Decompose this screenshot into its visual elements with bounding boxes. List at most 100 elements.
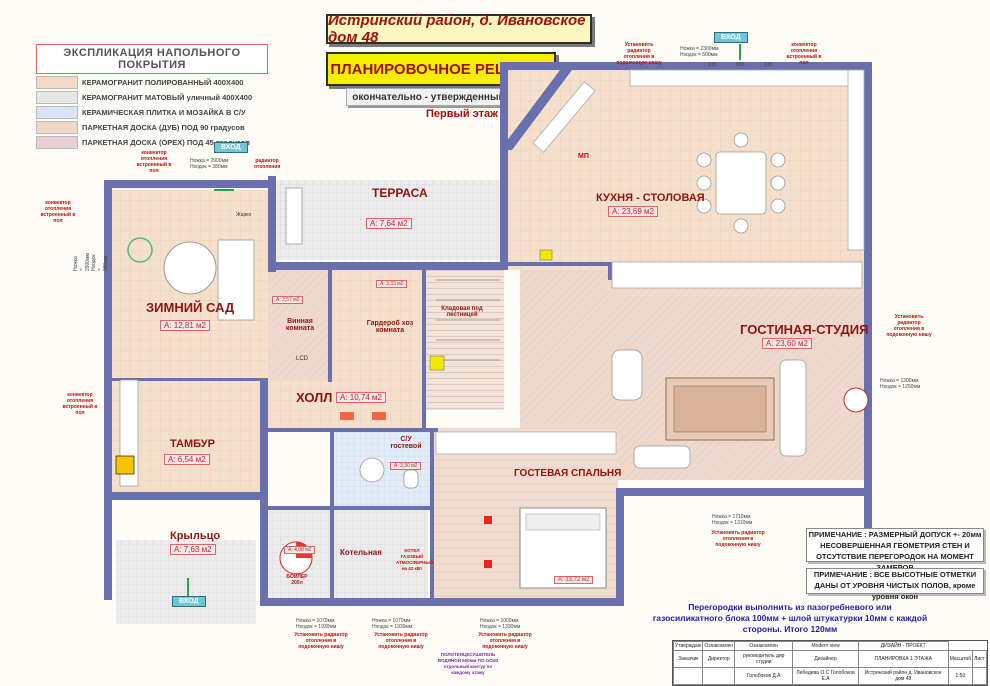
exit-bottom: ВХОД — [172, 596, 206, 607]
stamp-cell: Утверждаю — [672, 640, 704, 652]
area-wc: А: 3,30 м2 — [390, 462, 422, 470]
radiator-note-bottom-3: Установить радиатор отопления в подоконн… — [478, 632, 532, 650]
area-porch: А: 7,63 м2 — [170, 544, 216, 555]
radiator-note-top: Установить радиатор отопления в подоконн… — [616, 42, 662, 66]
area-kitchen: А: 23,69 м2 — [608, 206, 658, 217]
legend-label: ПАРКЕТНАЯ ДОСКА (ДУБ) ПОД 90 градусов — [82, 123, 245, 132]
dim-bottom-3: Ножка = 1000мм Нходок = 1330мм — [480, 618, 521, 630]
dim-br-window: Ножка = 1710мм Нходок = 1310мм — [712, 514, 753, 526]
stamp-cell — [972, 667, 987, 685]
note-partitions: Перегородки выполнить из пазогребневого … — [652, 602, 928, 634]
radiator-note-left: конвектор отопления встроенный в пол — [40, 200, 76, 224]
stamp-cell: руководитель дир студии — [734, 650, 794, 669]
room-vestibule: ТАМБУР — [170, 438, 215, 450]
legend-swatch — [36, 121, 78, 134]
exit-left: ВХОД — [214, 142, 248, 153]
address-title: Истринский район, д. Ивановское дом 48 — [326, 12, 592, 46]
stamp-cell: Лист — [972, 650, 987, 669]
legend-swatch — [36, 76, 78, 89]
stamp-cell: ПЛАНИРОВКА 1 ЭТАЖА — [857, 650, 949, 669]
dim-right-window: Ножка = 1200мм Нходок = 1250мм — [880, 378, 921, 390]
area-vestibule: А: 6,54 м2 — [164, 454, 210, 465]
wardrobe-floor — [330, 270, 422, 380]
stamp-cell: Масштаб — [947, 650, 974, 669]
stamp-cell: Лебедева О.С Голобоков Е.А — [792, 667, 859, 685]
legend-label: КЕРАМИЧЕСКАЯ ПЛИТКА И МОЗАЙКА В С/У — [82, 108, 246, 117]
exit-top: ВХОД — [714, 32, 748, 43]
legend-item: КЕРАМОГРАНИТ ПОЛИРОВАННЫЙ 400Х400 — [36, 76, 268, 89]
dim-915b: 915 — [764, 62, 773, 68]
note-elevations: ПРИМЕЧАНИЕ : ВСЕ ВЫСОТНЫЕ ОТМЕТКИ ДАНЫ О… — [806, 568, 984, 601]
area-hall: А: 10,74 м2 — [336, 392, 386, 403]
room-guest-bedroom: ГОСТЕВАЯ СПАЛЬНЯ — [514, 468, 622, 479]
stamp-cell — [702, 667, 736, 685]
dim-915a: 915 — [708, 62, 717, 68]
dim-bottom-2: Ножка = 1070мм Нходок = 1930мм — [372, 618, 413, 630]
stamp-cell: Modern view — [792, 640, 859, 652]
stamp-cell: Ознакомлен — [734, 640, 794, 652]
dim-wg-window: Ножка = 2900мм Нходок = 380мм — [73, 253, 109, 271]
room-winter-garden: ЗИМНИЙ САД — [146, 300, 235, 315]
room-living: ГОСТИНАЯ-СТУДИЯ — [740, 322, 869, 337]
dim-left-window: Ножка = 2900мм Нходок = 380мм — [190, 158, 229, 170]
dim-top-window: Ножка = 2300мм Нходок = 500мм — [680, 46, 719, 58]
area-terrace: А: 7,64 м2 — [366, 218, 412, 229]
hall-floor — [268, 380, 424, 428]
walls — [104, 62, 872, 606]
stamp-cell: Голобоков Д.А — [734, 667, 794, 685]
area-boiler: А: 4,08 м2 — [284, 546, 316, 554]
legend-label: КЕРАМОГРАНИТ МАТОВЫЙ уличный 400Х400 — [82, 93, 253, 102]
radiator-note-right: Установить радиатор отопления в подоконн… — [886, 314, 932, 338]
stamp-cell: ДИЗАЙН - ПРОЕКТ — [857, 640, 949, 652]
area-wine: А: 2,57 м2 — [272, 296, 304, 304]
legend-label: КЕРАМОГРАНИТ ПОЛИРОВАННЫЙ 400Х400 — [82, 78, 244, 87]
legend-item: КЕРАМИЧЕСКАЯ ПЛИТКА И МОЗАЙКА В С/У — [36, 106, 268, 119]
radiator-note-top-right: конвектор отопления встроенный в пол — [786, 42, 822, 66]
radiator-note-winter: радиатор отопления — [254, 158, 281, 170]
dim-bottom-1: Ножка = 1070мм Нходок = 1930мм — [296, 618, 337, 630]
mp-label: МП — [578, 153, 589, 160]
radiator-note-bottom-2: Установить радиатор отопления в подоконн… — [374, 632, 428, 650]
room-hall: ХОЛЛ — [296, 390, 333, 405]
room-wardrobe: Гардероб хоз комната — [366, 320, 414, 334]
room-kitchen: КУХНЯ - СТОЛОВАЯ — [596, 192, 705, 204]
room-wc: С/У гостевой — [390, 436, 422, 450]
stove-label: Жарко — [236, 212, 252, 218]
floor-legend: ЭКСПЛИКАЦИЯ НАПОЛЬНОГО ПОКРЫТИЯ КЕРАМОГР… — [36, 44, 268, 149]
area-winter-garden: А: 12,81 м2 — [160, 320, 210, 331]
stamp-cell — [672, 667, 704, 685]
room-boiler: Котельная — [340, 548, 382, 557]
stamp-cell: Директор — [702, 650, 736, 669]
wine-floor — [268, 270, 328, 380]
area-guest-bedroom: А: 13,72 м2 — [554, 576, 594, 584]
note-tolerance: ПРИМЕЧАНИЕ : РАЗМЕРНЫЙ ДОПУСК +- 20мм НЕ… — [806, 528, 984, 572]
gas-boiler-label: КОТЕЛ ГАЗОВЫЙ АТМОСФЕРНЫЙ на 42 кВт — [396, 548, 434, 571]
boiler-wh-label: БОЙЛЕР 200л — [286, 574, 308, 586]
legend-swatch — [36, 136, 78, 149]
room-porch: Крыльцо — [170, 530, 221, 542]
area-wardrobe: А: 3,33 м2 — [376, 280, 408, 288]
kitchen-floor — [508, 70, 864, 270]
dim-850: 850 — [736, 62, 745, 68]
convector-note-top-left: конвектор отопления встроенный в пол — [136, 150, 172, 174]
radiator-note-bottom-right: Установить радиатор отопления в подоконн… — [711, 530, 765, 548]
heating-note: ПОЛОТЕНЦЕСУШИТЕЛЬ ВОДЯНОЙ 500мм ПО ОСИ4 … — [437, 652, 499, 675]
stamp-cell: Заказчик — [672, 650, 704, 669]
legend-title: ЭКСПЛИКАЦИЯ НАПОЛЬНОГО ПОКРЫТИЯ — [36, 44, 268, 74]
legend-item: КЕРАМОГРАНИТ МАТОВЫЙ уличный 400Х400 — [36, 91, 268, 104]
room-terrace: ТЕРРАСА — [372, 186, 428, 200]
area-living: А: 23,60 м2 — [762, 338, 812, 349]
legend-item: ПАРКЕТНАЯ ДОСКА (ОРЕХ) ПОД 45 градусов — [36, 136, 268, 149]
floor-label: Первый этаж — [426, 108, 498, 120]
stamp-cell: 1:50 — [947, 667, 974, 685]
stamp-cell: Истринский район д. Ивановское дом 48 — [857, 667, 949, 685]
lcd-label-hall: LCD — [296, 356, 309, 362]
stamp-cell: Дизайнер — [792, 650, 859, 669]
legend-label: ПАРКЕТНАЯ ДОСКА (ОРЕХ) ПОД 45 градусов — [82, 138, 250, 147]
convector-note-vestibule: конвектор отопления встроенный в пол — [62, 392, 98, 416]
legend-item: ПАРКЕТНАЯ ДОСКА (ДУБ) ПОД 90 градусов — [36, 121, 268, 134]
radiator-note-bottom-1: Установить радиатор отопления в подоконн… — [294, 632, 348, 650]
legend-swatch — [36, 91, 78, 104]
room-pantry: Кладовая под лестницей — [441, 306, 483, 318]
